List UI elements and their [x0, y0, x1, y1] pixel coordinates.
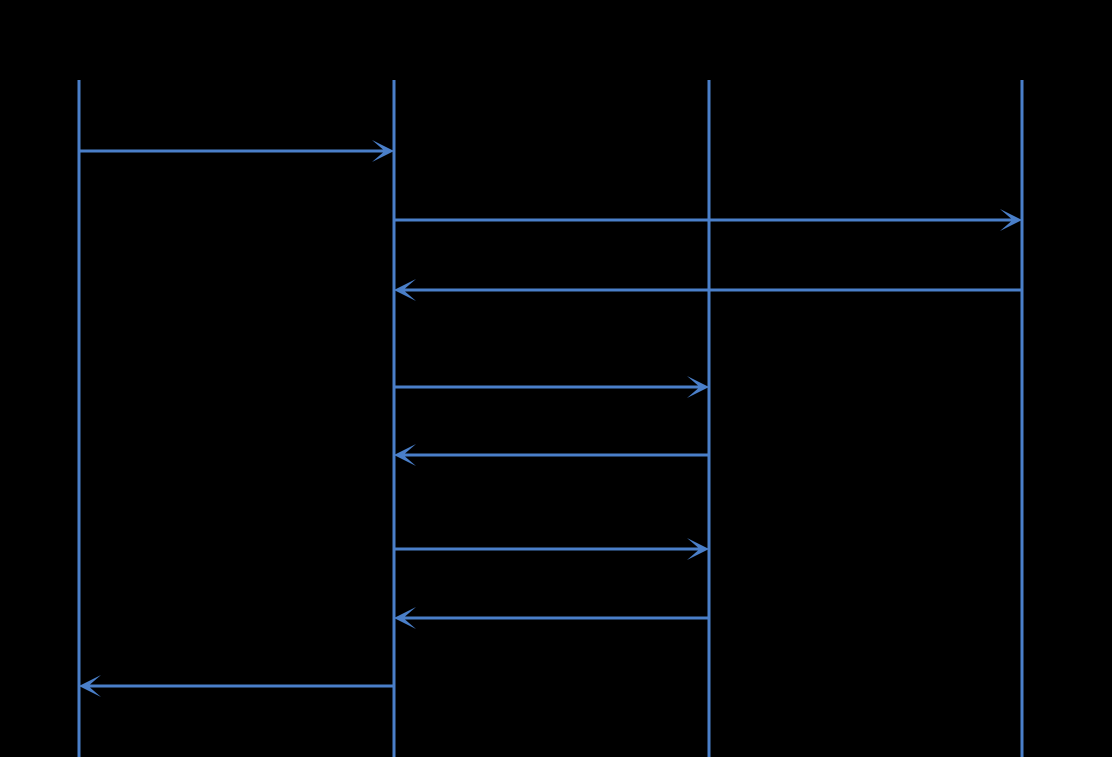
- arrowhead: [687, 538, 709, 560]
- message-5: [394, 444, 709, 466]
- arrowhead: [372, 140, 394, 162]
- message-4: [394, 376, 709, 398]
- message-8: [79, 675, 394, 697]
- message-7: [394, 607, 709, 629]
- message-2: [394, 209, 1022, 231]
- message-1: [79, 140, 394, 162]
- arrowhead: [394, 279, 416, 301]
- arrowhead: [394, 607, 416, 629]
- arrowhead: [1000, 209, 1022, 231]
- lifelines-group: [77, 80, 1024, 757]
- arrowhead: [79, 675, 101, 697]
- arrowhead: [394, 444, 416, 466]
- messages-group: [79, 140, 1022, 697]
- message-6: [394, 538, 709, 560]
- message-3: [394, 279, 1022, 301]
- arrowhead: [687, 376, 709, 398]
